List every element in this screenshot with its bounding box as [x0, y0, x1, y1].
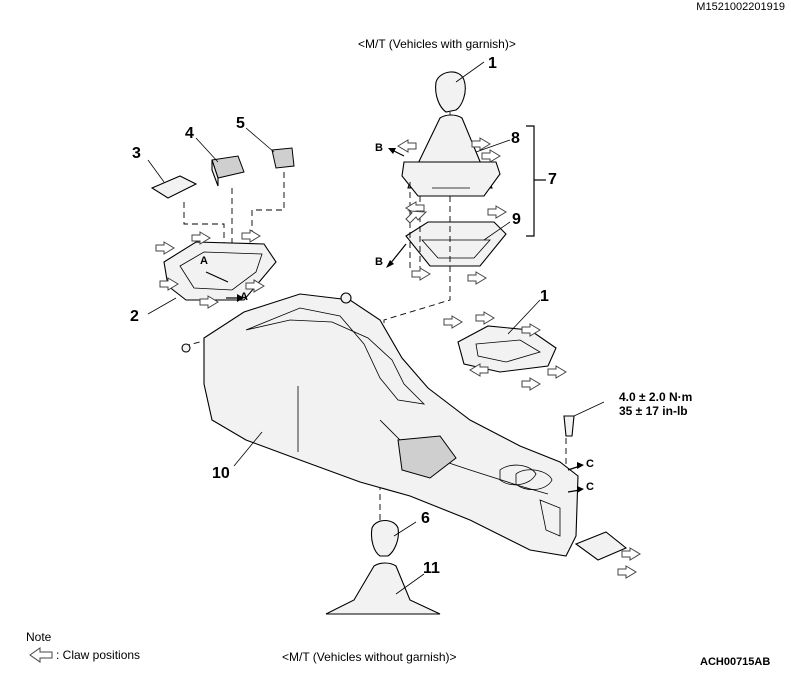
- caption-with-garnish: <M/T (Vehicles with garnish)>: [358, 37, 516, 51]
- shift-knob-bottom: [370, 519, 399, 557]
- callout-3: 3: [132, 145, 141, 162]
- torque-spec: 4.0 ± 2.0 N·m 35 ± 17 in-lb: [619, 390, 692, 418]
- screw-left: [181, 343, 191, 353]
- letter-c-bottom: C: [586, 481, 594, 493]
- letter-a-top: A: [200, 255, 208, 267]
- cover-3: [150, 175, 198, 199]
- callout-7: 7: [548, 171, 557, 188]
- figure-id-main: ACH00715: [700, 656, 755, 668]
- letter-c-top: C: [586, 458, 594, 470]
- note-title: Note: [26, 630, 52, 644]
- torque-nm: 4.0 ± 2.0 N·m: [619, 390, 693, 404]
- letter-b-top: B: [375, 142, 383, 154]
- boot-11: [325, 562, 441, 615]
- shift-knob-top: [435, 71, 466, 120]
- floor-console-10: [203, 293, 579, 557]
- cover-1: [457, 325, 557, 373]
- socket-5: [271, 147, 295, 169]
- callout-2: 2: [130, 308, 139, 325]
- boot-frame: [405, 221, 507, 267]
- callout-11: 11: [423, 560, 440, 577]
- claw-legend-label: : Claw positions: [56, 648, 141, 662]
- callout-8: 8: [511, 130, 520, 147]
- screw-right: [563, 415, 575, 437]
- shift-boot-garnish: [401, 114, 501, 197]
- panel-2: [163, 241, 277, 301]
- screw-top: [340, 292, 352, 304]
- torque-inlb: 35 ± 17 in-lb: [619, 404, 688, 418]
- claw-arrow-icon: [29, 647, 53, 663]
- callout-9: 9: [512, 211, 521, 228]
- callout-6-top: 1: [488, 55, 497, 72]
- callout-6-bottom: 6: [421, 510, 430, 527]
- callout-10: 10: [212, 465, 230, 482]
- callout-1: 1: [540, 288, 549, 305]
- document-id: M1521002201919: [696, 1, 785, 13]
- callout-5: 5: [236, 115, 245, 132]
- callout-4: 4: [185, 125, 194, 142]
- figure-id: ACH00715AB: [700, 657, 770, 668]
- bracket-bottom: [574, 531, 628, 561]
- caption-without-garnish: <M/T (Vehicles without garnish)>: [282, 650, 457, 664]
- letter-a-bottom: A: [240, 291, 248, 303]
- figure-id-suffix: AB: [754, 656, 771, 668]
- claw-markers: [155, 137, 641, 579]
- letter-b-bottom: B: [375, 256, 383, 268]
